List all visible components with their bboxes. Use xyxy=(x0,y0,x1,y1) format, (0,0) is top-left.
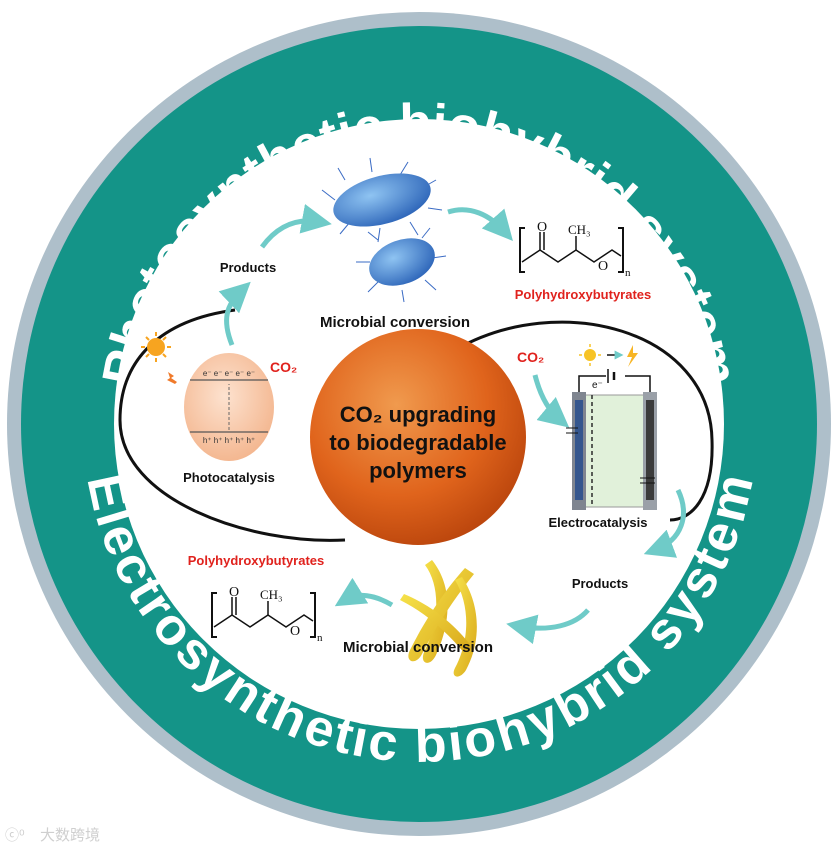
phb-bottom-methyl: CH₃ xyxy=(260,587,283,602)
cell-electron-label: e⁻ xyxy=(592,380,603,391)
bacteria-icon xyxy=(321,157,447,303)
phb-top-carbonyl-o: O xyxy=(537,220,547,235)
center-line-2: to biodegradable xyxy=(329,430,506,455)
phb-bottom-ester-o: O xyxy=(290,624,300,639)
watermark-text: 大数跨境 xyxy=(40,826,100,844)
center-line-3: polymers xyxy=(369,458,467,483)
arrow-products-to-microbes xyxy=(506,608,590,645)
photo-polymer-label: Polyhydroxybutyrates xyxy=(515,287,652,302)
photo-co2-label: CO₂ xyxy=(270,359,297,375)
electro-co2-label: CO₂ xyxy=(517,349,544,365)
lightning-icon xyxy=(627,345,638,367)
watermark: ⓒ⁰ 大数跨境 xyxy=(5,826,100,844)
yellow-microbes-icon xyxy=(400,560,477,677)
electrocatalysis-label: Electrocatalysis xyxy=(548,515,647,530)
electrochemical-cell xyxy=(566,369,657,510)
arrow-photo-to-products xyxy=(218,281,251,346)
arrow-bacteria-to-polymer xyxy=(447,207,513,241)
divider-curve-right xyxy=(454,320,714,522)
phb-top-ester-o: O xyxy=(598,259,608,274)
center-sphere xyxy=(310,329,526,545)
sun-icon xyxy=(141,332,171,362)
arrow-products-to-bacteria xyxy=(259,204,332,249)
light-beam-icon xyxy=(167,372,177,384)
phb-bottom-n: n xyxy=(317,632,323,644)
electron-labels: e⁻ e⁻ e⁻ e⁻ e⁻ xyxy=(203,369,255,378)
phb-top-methyl: CH₃ xyxy=(568,222,591,237)
hole-labels: h⁺ h⁺ h⁺ h⁺ h⁺ xyxy=(203,436,255,445)
electro-products-label: Products xyxy=(572,576,628,591)
photo-products-label: Products xyxy=(220,260,276,275)
divider-curve-left xyxy=(118,308,346,542)
electro-polymer-label: Polyhydroxybutyrates xyxy=(188,553,325,568)
arrow-co2-to-cell xyxy=(532,374,570,428)
phb-bottom-carbonyl-o: O xyxy=(229,585,239,600)
arrow-microbes-to-polymer xyxy=(334,577,394,608)
phb-structure-top xyxy=(519,227,624,273)
photocatalysis-label: Photocatalysis xyxy=(183,470,275,485)
watermark-logo: ⓒ⁰ xyxy=(5,828,25,844)
phb-top-n: n xyxy=(625,267,631,279)
electro-microbial-conversion-label: Microbial conversion xyxy=(343,639,493,656)
sun-small-icon xyxy=(579,344,601,366)
center-line-1: CO₂ upgrading xyxy=(340,402,496,427)
phb-structure-bottom xyxy=(211,592,316,638)
arrow-cell-to-products xyxy=(643,488,686,558)
photo-microbial-conversion-label: Microbial conversion xyxy=(320,314,470,331)
